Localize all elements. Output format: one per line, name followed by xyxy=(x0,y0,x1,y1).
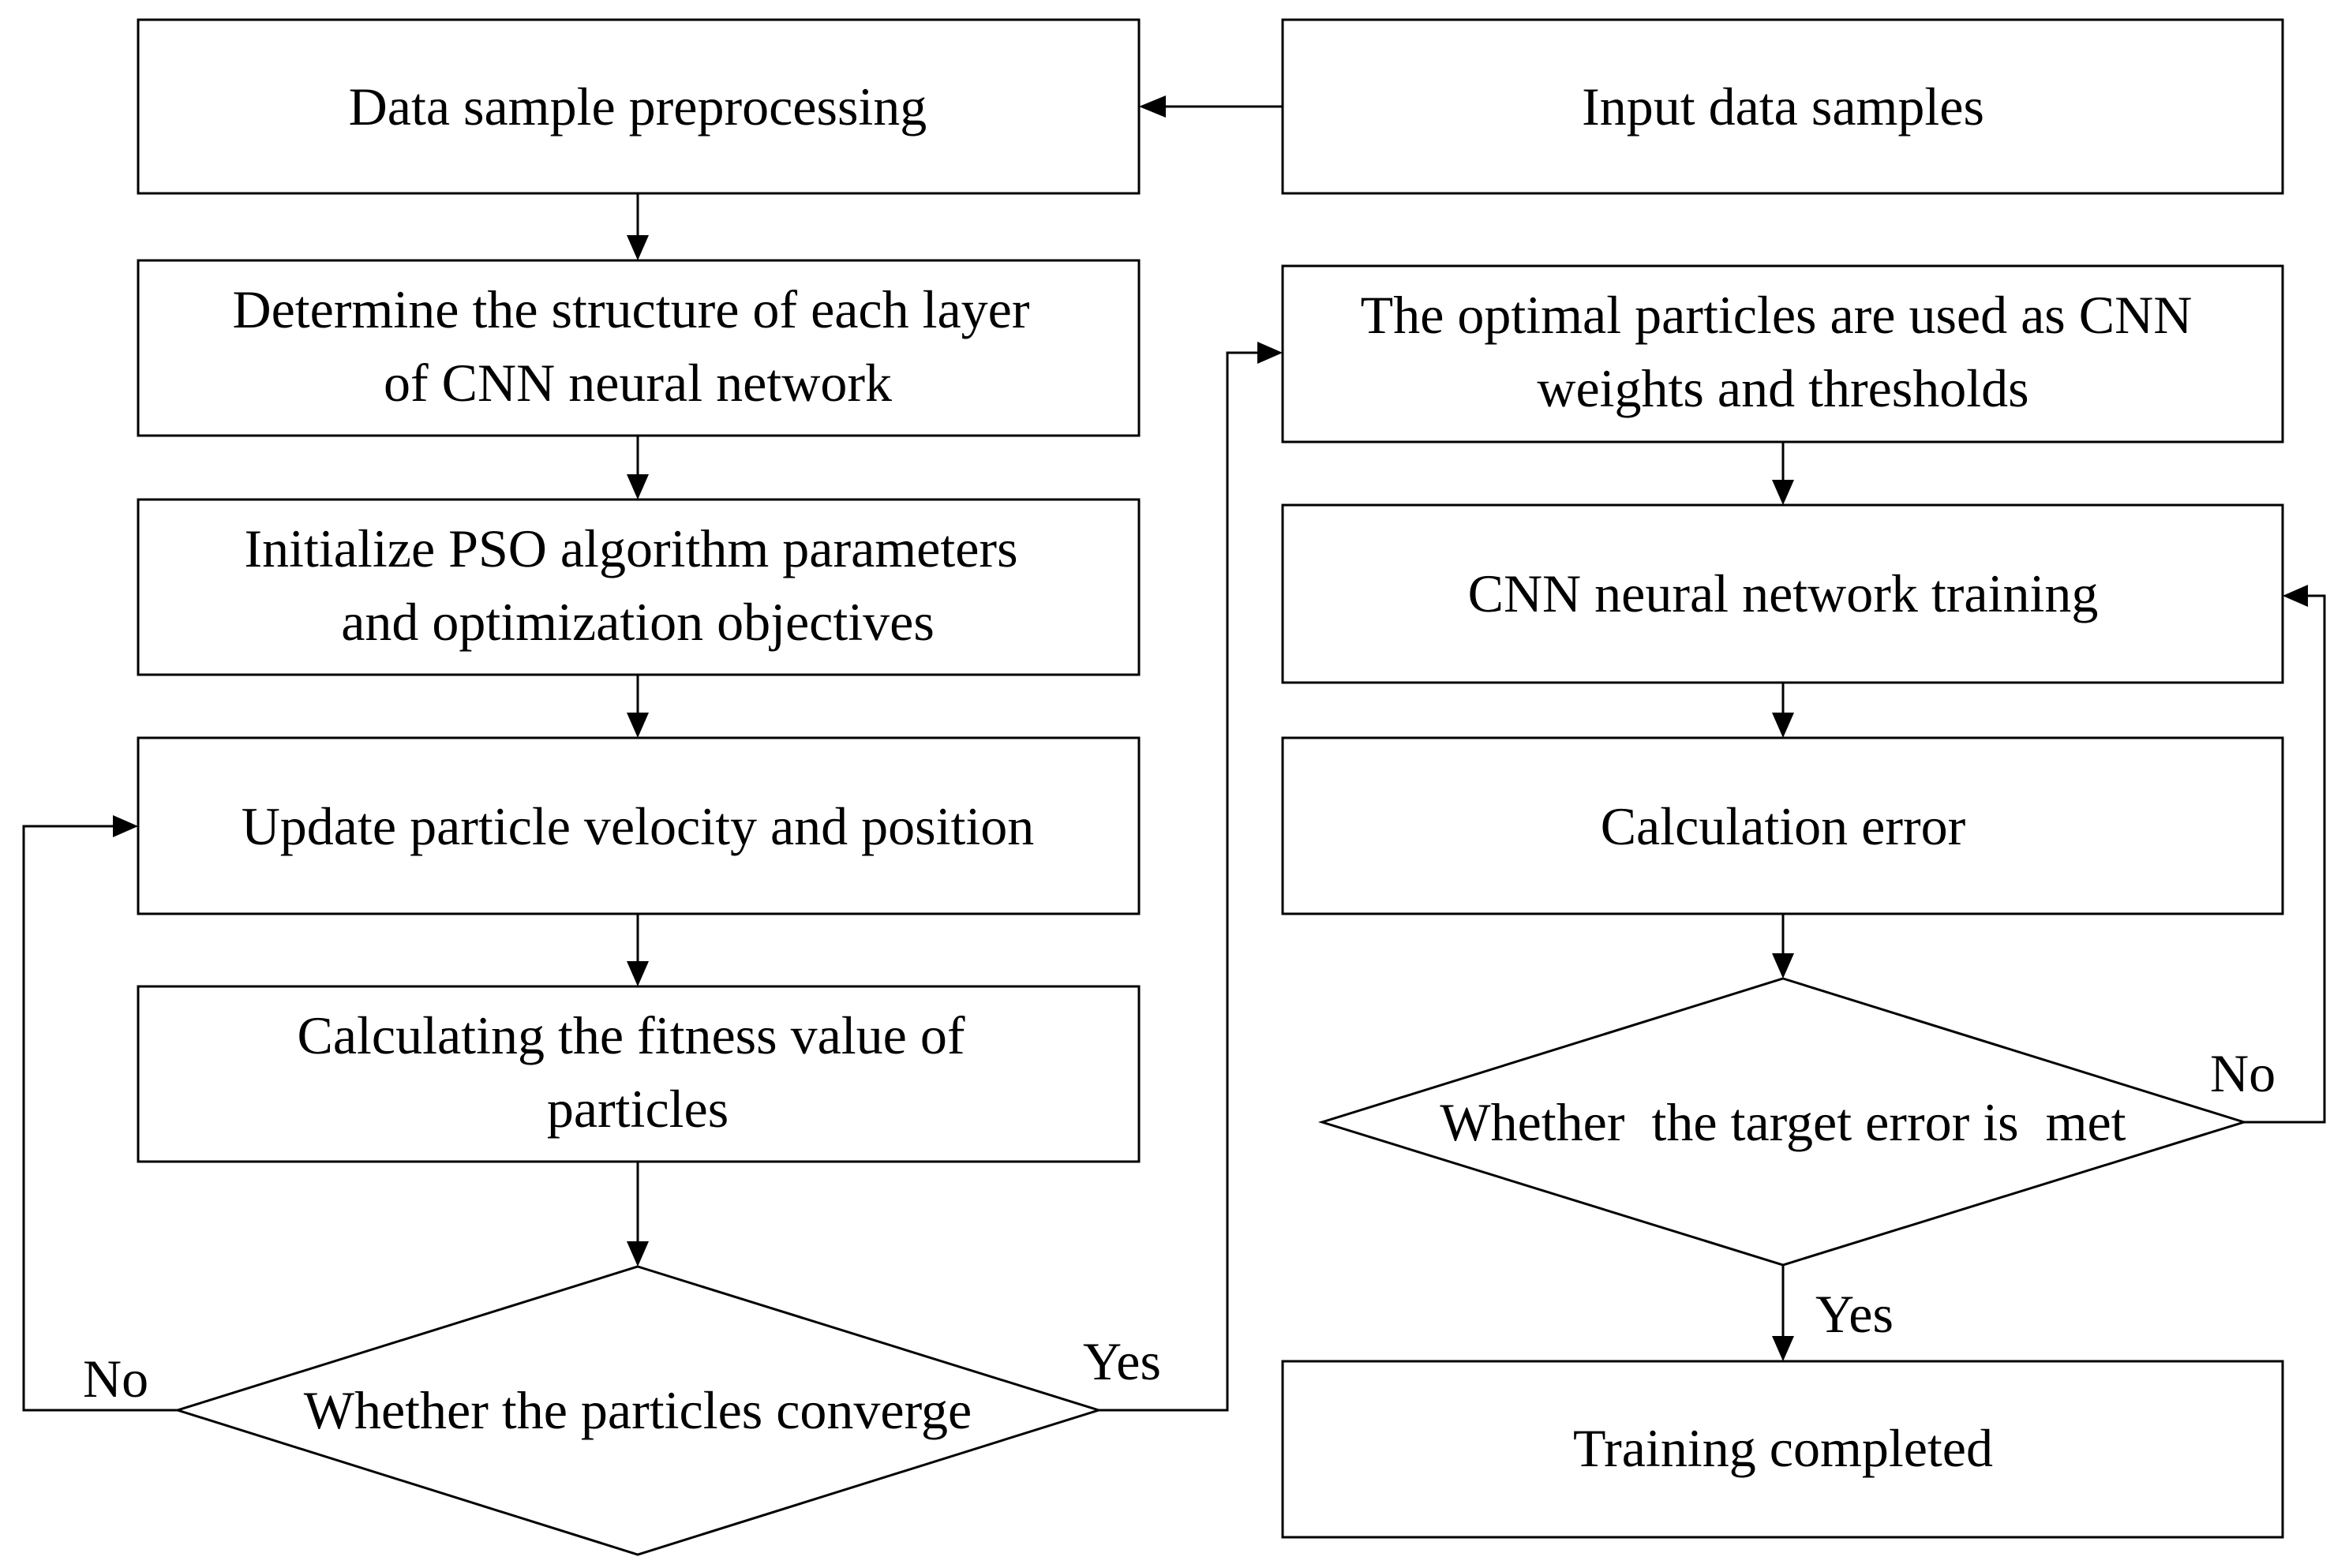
edge-target-no-loop xyxy=(2244,594,2326,1124)
label-input: Input data samples xyxy=(1582,77,1984,137)
node-update xyxy=(137,736,1141,915)
node-target xyxy=(1317,977,2249,1267)
node-structure xyxy=(137,259,1141,437)
node-calc-error xyxy=(1281,736,2284,915)
label-completed: Training completed xyxy=(1573,1418,1993,1478)
edge-labels: No Yes No Yes xyxy=(83,1043,2276,1409)
label-converge: Whether the particles converge xyxy=(304,1380,972,1440)
node-optimal xyxy=(1281,264,2284,443)
node-completed xyxy=(1281,1360,2284,1539)
arrowhead xyxy=(627,235,649,260)
label-converge-no: No xyxy=(83,1349,148,1409)
node-preprocess xyxy=(137,18,1141,195)
arrowhead xyxy=(627,961,649,986)
arrowhead xyxy=(627,713,649,738)
arrowhead xyxy=(1772,1336,1794,1361)
label-preprocess: Data sample preprocessing xyxy=(349,77,927,137)
node-converge xyxy=(173,1265,1103,1556)
node-labels: Data sample preprocessing Input data sam… xyxy=(232,77,2206,1478)
arrowhead xyxy=(113,815,138,837)
edge-converge-yes xyxy=(1099,351,1259,1412)
arrowhead xyxy=(1139,95,1166,118)
label-update: Update particle velocity and position xyxy=(242,796,1035,856)
label-calc-error: Calculation error xyxy=(1601,796,1966,856)
label-fitness: Calculating the fitness value of particl… xyxy=(298,1005,979,1139)
arrowhead xyxy=(2283,585,2308,607)
arrowhead xyxy=(1772,480,1794,505)
arrowhead xyxy=(1257,342,1283,364)
edge-converge-no-loop xyxy=(22,825,178,1412)
node-training xyxy=(1281,503,2284,684)
label-target-yes: Yes xyxy=(1815,1284,1894,1344)
node-init-pso xyxy=(137,498,1141,676)
label-training: CNN neural network training xyxy=(1468,563,2099,623)
label-target-no: No xyxy=(2210,1043,2276,1103)
label-converge-yes: Yes xyxy=(1083,1331,1161,1391)
node-fitness xyxy=(137,985,1141,1163)
arrowhead xyxy=(1772,713,1794,738)
label-init-pso: Initialize PSO algorithm parameters and … xyxy=(244,518,1031,652)
arrowhead xyxy=(1772,953,1794,979)
arrowhead xyxy=(627,474,649,500)
arrowhead xyxy=(627,1241,649,1267)
label-structure: Determine the structure of each layer of… xyxy=(232,279,1043,413)
label-optimal: The optimal particles are used as CNN we… xyxy=(1361,285,2206,418)
node-input xyxy=(1281,18,2284,195)
connectors xyxy=(22,95,2326,1412)
label-target: Whether the target error is met xyxy=(1440,1092,2126,1152)
nodes xyxy=(137,18,2284,1556)
